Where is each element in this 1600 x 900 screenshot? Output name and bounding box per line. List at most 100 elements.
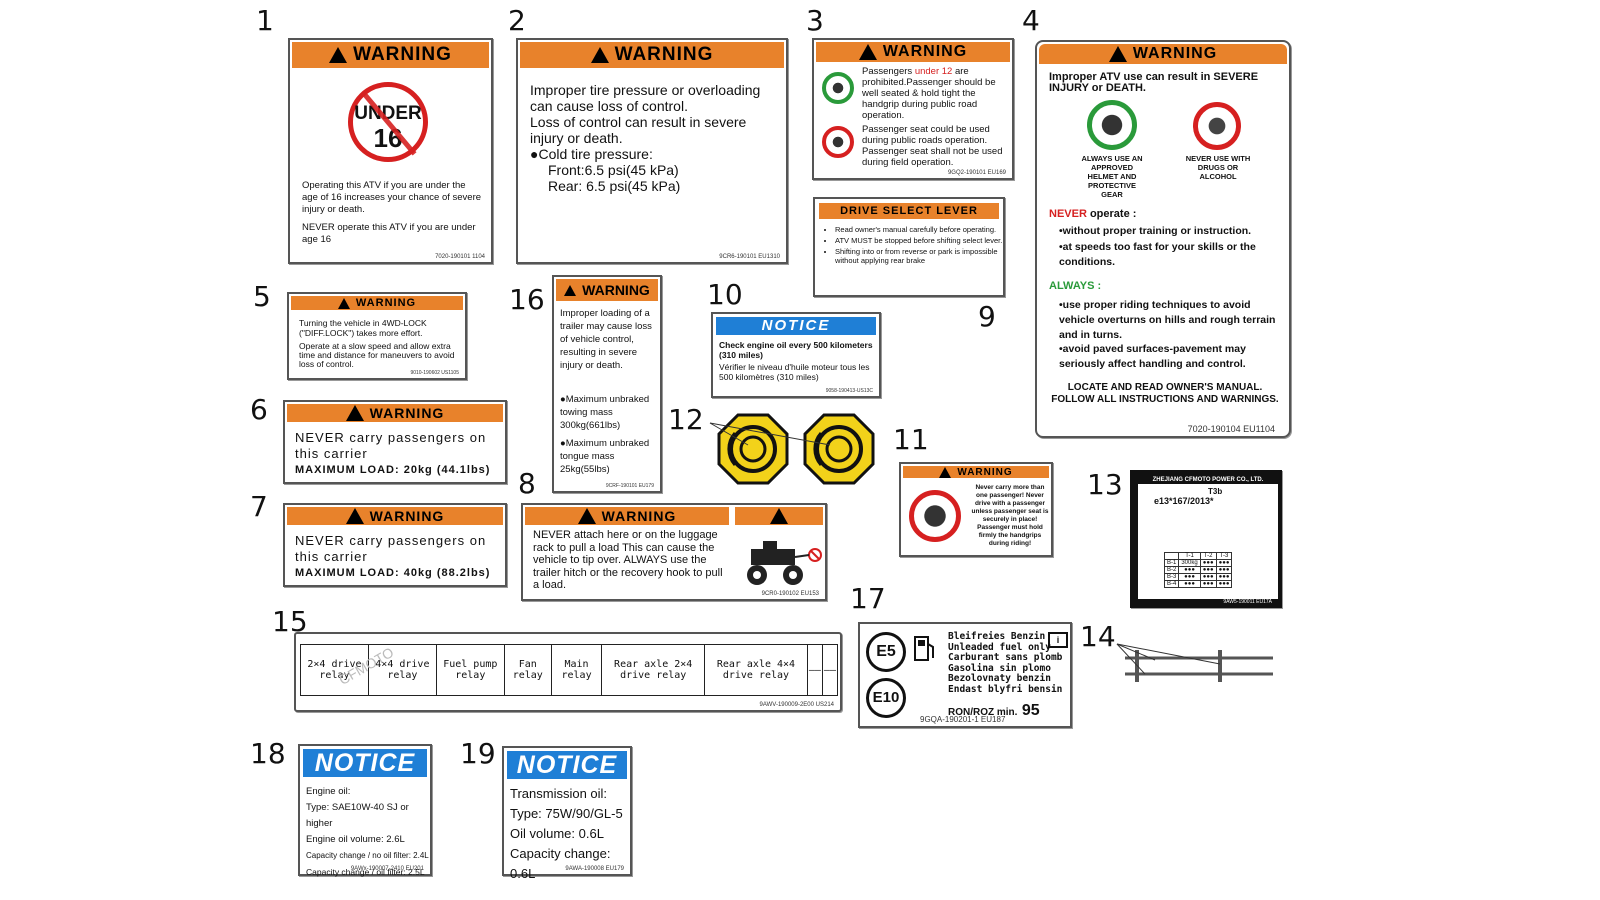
warning-triangle-icon [577, 508, 596, 524]
under-12-text: under 12 [914, 66, 953, 77]
manual-book-icon: i [1048, 632, 1068, 648]
intro-text: Improper ATV use can result in SEVERE IN… [1049, 71, 1259, 94]
warning-label-under-16: WARNING UNDER 16 Operating this ATV if y… [288, 38, 493, 264]
diff-lock-text-2: Operate at a slow speed and allow extra … [299, 341, 455, 369]
relay-cell: —— [806, 644, 823, 696]
callout-number-1: 1 [256, 4, 274, 37]
notice-label-engine-oil: NOTICE Engine oil: Type: SAE10W-40 SJ or… [298, 744, 432, 877]
table-cell: ●●● [1215, 566, 1233, 574]
warning-triangle-icon [345, 405, 364, 421]
never-item: •at speeds too fast for your skills or t… [1059, 241, 1256, 268]
never-word: NEVER [1049, 208, 1087, 220]
always-icon-caption: ALWAYS USE AN APPROVED HELMET AND PROTEC… [1081, 154, 1143, 199]
max-load-text: MAXIMUM LOAD: 20kg (44.1lbs) [295, 464, 491, 476]
callout-number-14: 14 [1080, 620, 1116, 653]
part-code: 7020-190104 EU1104 [1187, 424, 1275, 434]
passenger-rule-text: Never carry more than one passenger! Nev… [971, 484, 1049, 547]
notice-title: NOTICE [507, 751, 627, 779]
rear-pressure: Rear: 6.5 psi(45 kPa) [548, 178, 681, 194]
warning-title: WARNING [582, 282, 650, 298]
load-spec-table: T-1 T-2 T-3 B-1 300kg ●●● ●●● B-2 ●●● ●●… [1163, 552, 1233, 588]
two-passenger-prohibited-icon [909, 490, 961, 542]
table-cell: B-4 [1163, 580, 1180, 588]
warning-label-carrier-40kg: WARNING NEVER carry passengers on this c… [283, 503, 507, 587]
transmission-oil-line: Transmission oil: [510, 786, 608, 801]
passenger-rule-1: Passengers under 12 are prohibited.Passe… [862, 66, 1012, 121]
towing-mass-text: ●Maximum unbraked towing mass 300kg(661l… [560, 394, 650, 431]
fuel-text-line: Endast blyfri bensin [948, 683, 1063, 695]
always-item: •use proper riding techniques to avoid v… [1059, 299, 1276, 341]
callout-number-18: 18 [250, 737, 286, 770]
drive-select-lever-label: DRIVE SELECT LEVER Read owner's manual c… [813, 197, 1005, 297]
relay-cell: —— [821, 644, 839, 696]
atv-towing-icon [739, 535, 823, 591]
callout-number-3: 3 [806, 4, 824, 37]
e5-badge: E5 [866, 632, 906, 672]
passenger-rule-2: Passenger seat could be used during publ… [862, 124, 1003, 168]
callout-number-5: 5 [253, 280, 271, 313]
type-approval-plate: ZHEJIANG CFMOTO POWER CO., LTD. T3b e13*… [1130, 470, 1282, 608]
passenger-ok-icon [822, 72, 854, 104]
warning-triangle-icon [1108, 46, 1127, 62]
fuel-text-line: Carburant sans plomb [948, 652, 1063, 663]
carrier-warning-text: NEVER carry passengers on this carrier [295, 430, 487, 461]
table-cell: ●●● [1178, 566, 1201, 574]
warning-triangle-icon [770, 508, 788, 524]
callout-number-12: 12 [668, 403, 704, 436]
warning-triangle-icon [858, 44, 877, 60]
callout-number-17: 17 [850, 582, 886, 615]
warning-triangle-icon [329, 47, 348, 63]
text-part: Passengers [862, 66, 915, 77]
table-cell: ●●● [1178, 573, 1201, 581]
fuel-label: E5 E10 i Bleifreies Benzin Unleaded fuel… [858, 622, 1072, 728]
table-cell: ●●● [1199, 559, 1217, 567]
relay-cell: Fuel pump relay [435, 644, 505, 696]
table-cell: 300kg [1178, 559, 1201, 567]
hook-rod-icon [1116, 643, 1273, 682]
warning-title: WARNING [882, 43, 968, 60]
drugs-alcohol-icon [1193, 102, 1241, 150]
table-header [1163, 552, 1180, 560]
prohibition-circle-icon: UNDER 16 [348, 82, 428, 162]
warning-title: WARNING [614, 44, 714, 65]
notice-label-engine-oil-check: NOTICE Check engine oil every 500 kilome… [711, 312, 881, 398]
part-code: 9CRF-190101 EU179 [605, 483, 654, 489]
e10-badge: E10 [866, 678, 906, 718]
part-code: 9AWx-190007-2410 EU201 [350, 866, 424, 872]
warning-triangle-icon [337, 297, 350, 309]
engine-oil-line: Engine oil volume: 2.6L [306, 834, 405, 845]
callout-number-7: 7 [250, 490, 268, 523]
table-cell: ●●● [1199, 566, 1217, 574]
warning-label-atv-use: WARNING Improper ATV use can result in S… [1035, 40, 1291, 438]
part-code: 9AWV-190009-2E00 US214 [759, 702, 835, 708]
callout-leader-lines [709, 422, 831, 446]
part-code: 9CR6-190101 EU1310 [719, 254, 780, 260]
warning-title: WARNING [601, 508, 677, 524]
warning-title: WARNING [355, 297, 417, 309]
table-cell: ●●● [1215, 580, 1233, 588]
engine-oil-line: Capacity change / oil filter: 2.5L [306, 867, 425, 877]
brake-disc-icon [717, 413, 789, 485]
oil-check-french: Vérifier le niveau d'huile moteur tous l… [719, 362, 870, 382]
never-item: •without proper training or instruction. [1059, 225, 1252, 237]
relay-cell: 4×4 drive relay [367, 644, 437, 696]
operate-word: operate : [1086, 208, 1137, 220]
relay-cell: 2×4 drive relay [300, 644, 369, 696]
part-code: 9010-190602 US1105 [410, 370, 459, 376]
front-pressure: Front:6.5 psi(45 kPa) [548, 162, 679, 178]
diff-lock-text-1: Turning the vehicle in 4WD-LOCK ("DIFF.L… [299, 318, 427, 338]
carrier-warning-text: NEVER carry passengers on this carrier [295, 533, 487, 564]
part-code: 9AW5-190011 EU17A [1138, 599, 1278, 605]
table-cell: B-1 [1163, 559, 1180, 567]
engine-oil-line: Capacity change / no oil filter: 2.4L [306, 851, 429, 860]
warning-title: WARNING [957, 466, 1013, 478]
vehicle-type: T3b [1208, 487, 1223, 496]
warning-triangle-icon [590, 47, 609, 63]
helmet-icon [1087, 100, 1137, 150]
never-text: NEVER operate this ATV if you are under … [302, 222, 476, 245]
table-header: T-3 [1215, 552, 1233, 560]
table-cell: ●●● [1199, 580, 1217, 588]
warning-triangle-icon [564, 284, 577, 296]
tire-warning-line1: Improper tire pressure or overloading ca… [530, 82, 761, 114]
table-cell: ●●● [1215, 573, 1233, 581]
